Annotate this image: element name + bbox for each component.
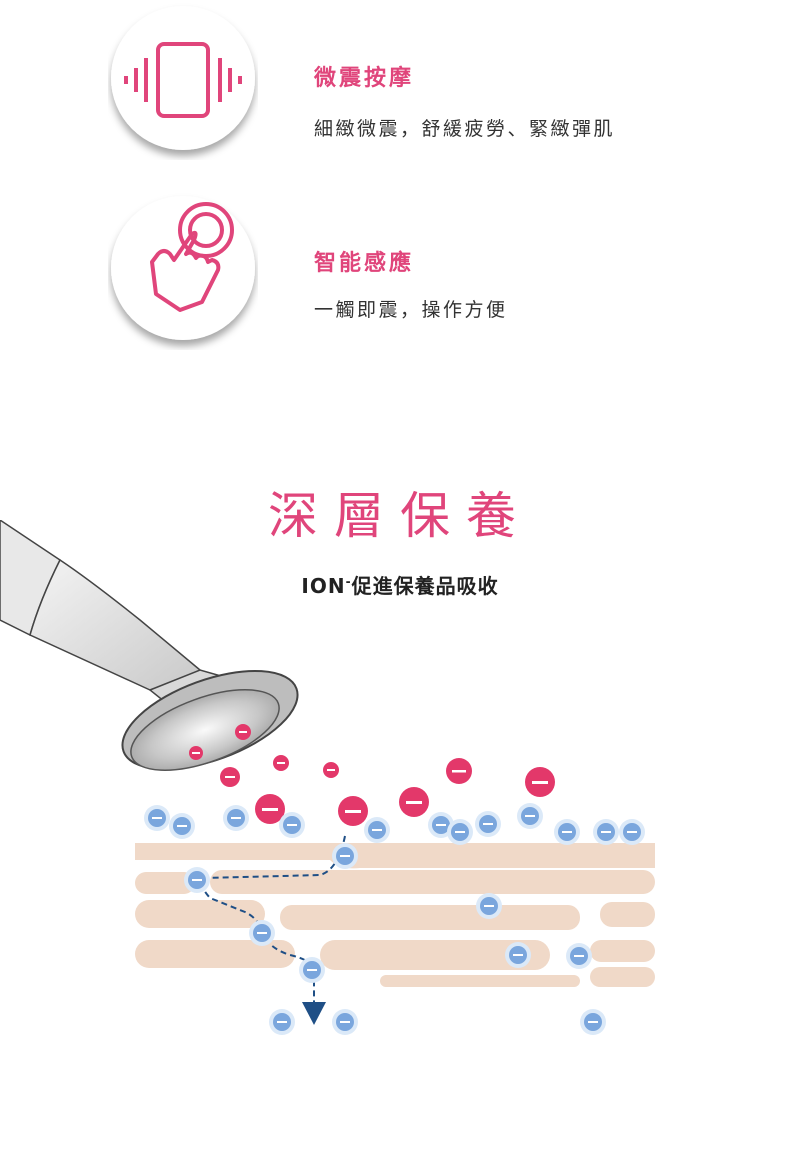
feature-title: 智能感應 (314, 251, 415, 276)
red-ion (220, 767, 240, 787)
red-ion (323, 762, 339, 778)
ion-charge: - (345, 574, 352, 589)
blue-ion (619, 819, 645, 845)
blue-ion (475, 811, 501, 837)
blue-ions (144, 803, 645, 1035)
red-ion (255, 794, 285, 824)
blue-ion (144, 805, 170, 831)
red-ion (525, 767, 555, 797)
feature-micro-vibration: 微震按摩 細緻微震，舒緩疲勞、緊緻彈肌 (0, 0, 800, 170)
red-ion (273, 755, 289, 771)
red-ion (338, 796, 368, 826)
blue-ion (580, 1009, 606, 1035)
ion-label: ION (301, 574, 346, 598)
subtitle-text: 促進保養品吸收 (351, 574, 499, 598)
absorption-path (200, 835, 346, 1025)
blue-ion (332, 1009, 358, 1035)
section-subtitle: ION-促進保養品吸收 (0, 570, 800, 599)
blue-ion (184, 867, 210, 893)
red-ion (446, 758, 472, 784)
red-ion (399, 787, 429, 817)
blue-ion (476, 893, 502, 919)
massage-wand (0, 519, 299, 771)
blue-ion (249, 920, 275, 946)
blue-ion (517, 803, 543, 829)
section-title: 深層保養 (268, 487, 532, 545)
blue-ion (299, 957, 325, 983)
red-ion (189, 746, 203, 760)
blue-ion (447, 819, 473, 845)
touch-finger-icon (108, 190, 258, 350)
feature-description: 一觸即震，操作方便 (314, 299, 508, 321)
ion-absorption-illustration (0, 519, 800, 1040)
feature-smart-sensing: 智能感應 一觸即震，操作方便 (0, 190, 800, 360)
red-ion (235, 724, 251, 740)
blue-ion (593, 819, 619, 845)
blue-ion (554, 819, 580, 845)
blue-ion (566, 943, 592, 969)
down-arrow-icon (302, 1002, 326, 1025)
blue-ion (332, 843, 358, 869)
blue-ion (279, 812, 305, 838)
blue-ion (223, 805, 249, 831)
vibration-phone-icon (108, 0, 258, 160)
red-ions (189, 724, 555, 826)
feature-description: 細緻微震，舒緩疲勞、緊緻彈肌 (314, 118, 616, 140)
blue-ion (269, 1009, 295, 1035)
blue-ion (169, 813, 195, 839)
feature-title: 微震按摩 (314, 66, 415, 91)
skin-layers (135, 843, 655, 987)
blue-ion (505, 942, 531, 968)
blue-ion (364, 817, 390, 843)
